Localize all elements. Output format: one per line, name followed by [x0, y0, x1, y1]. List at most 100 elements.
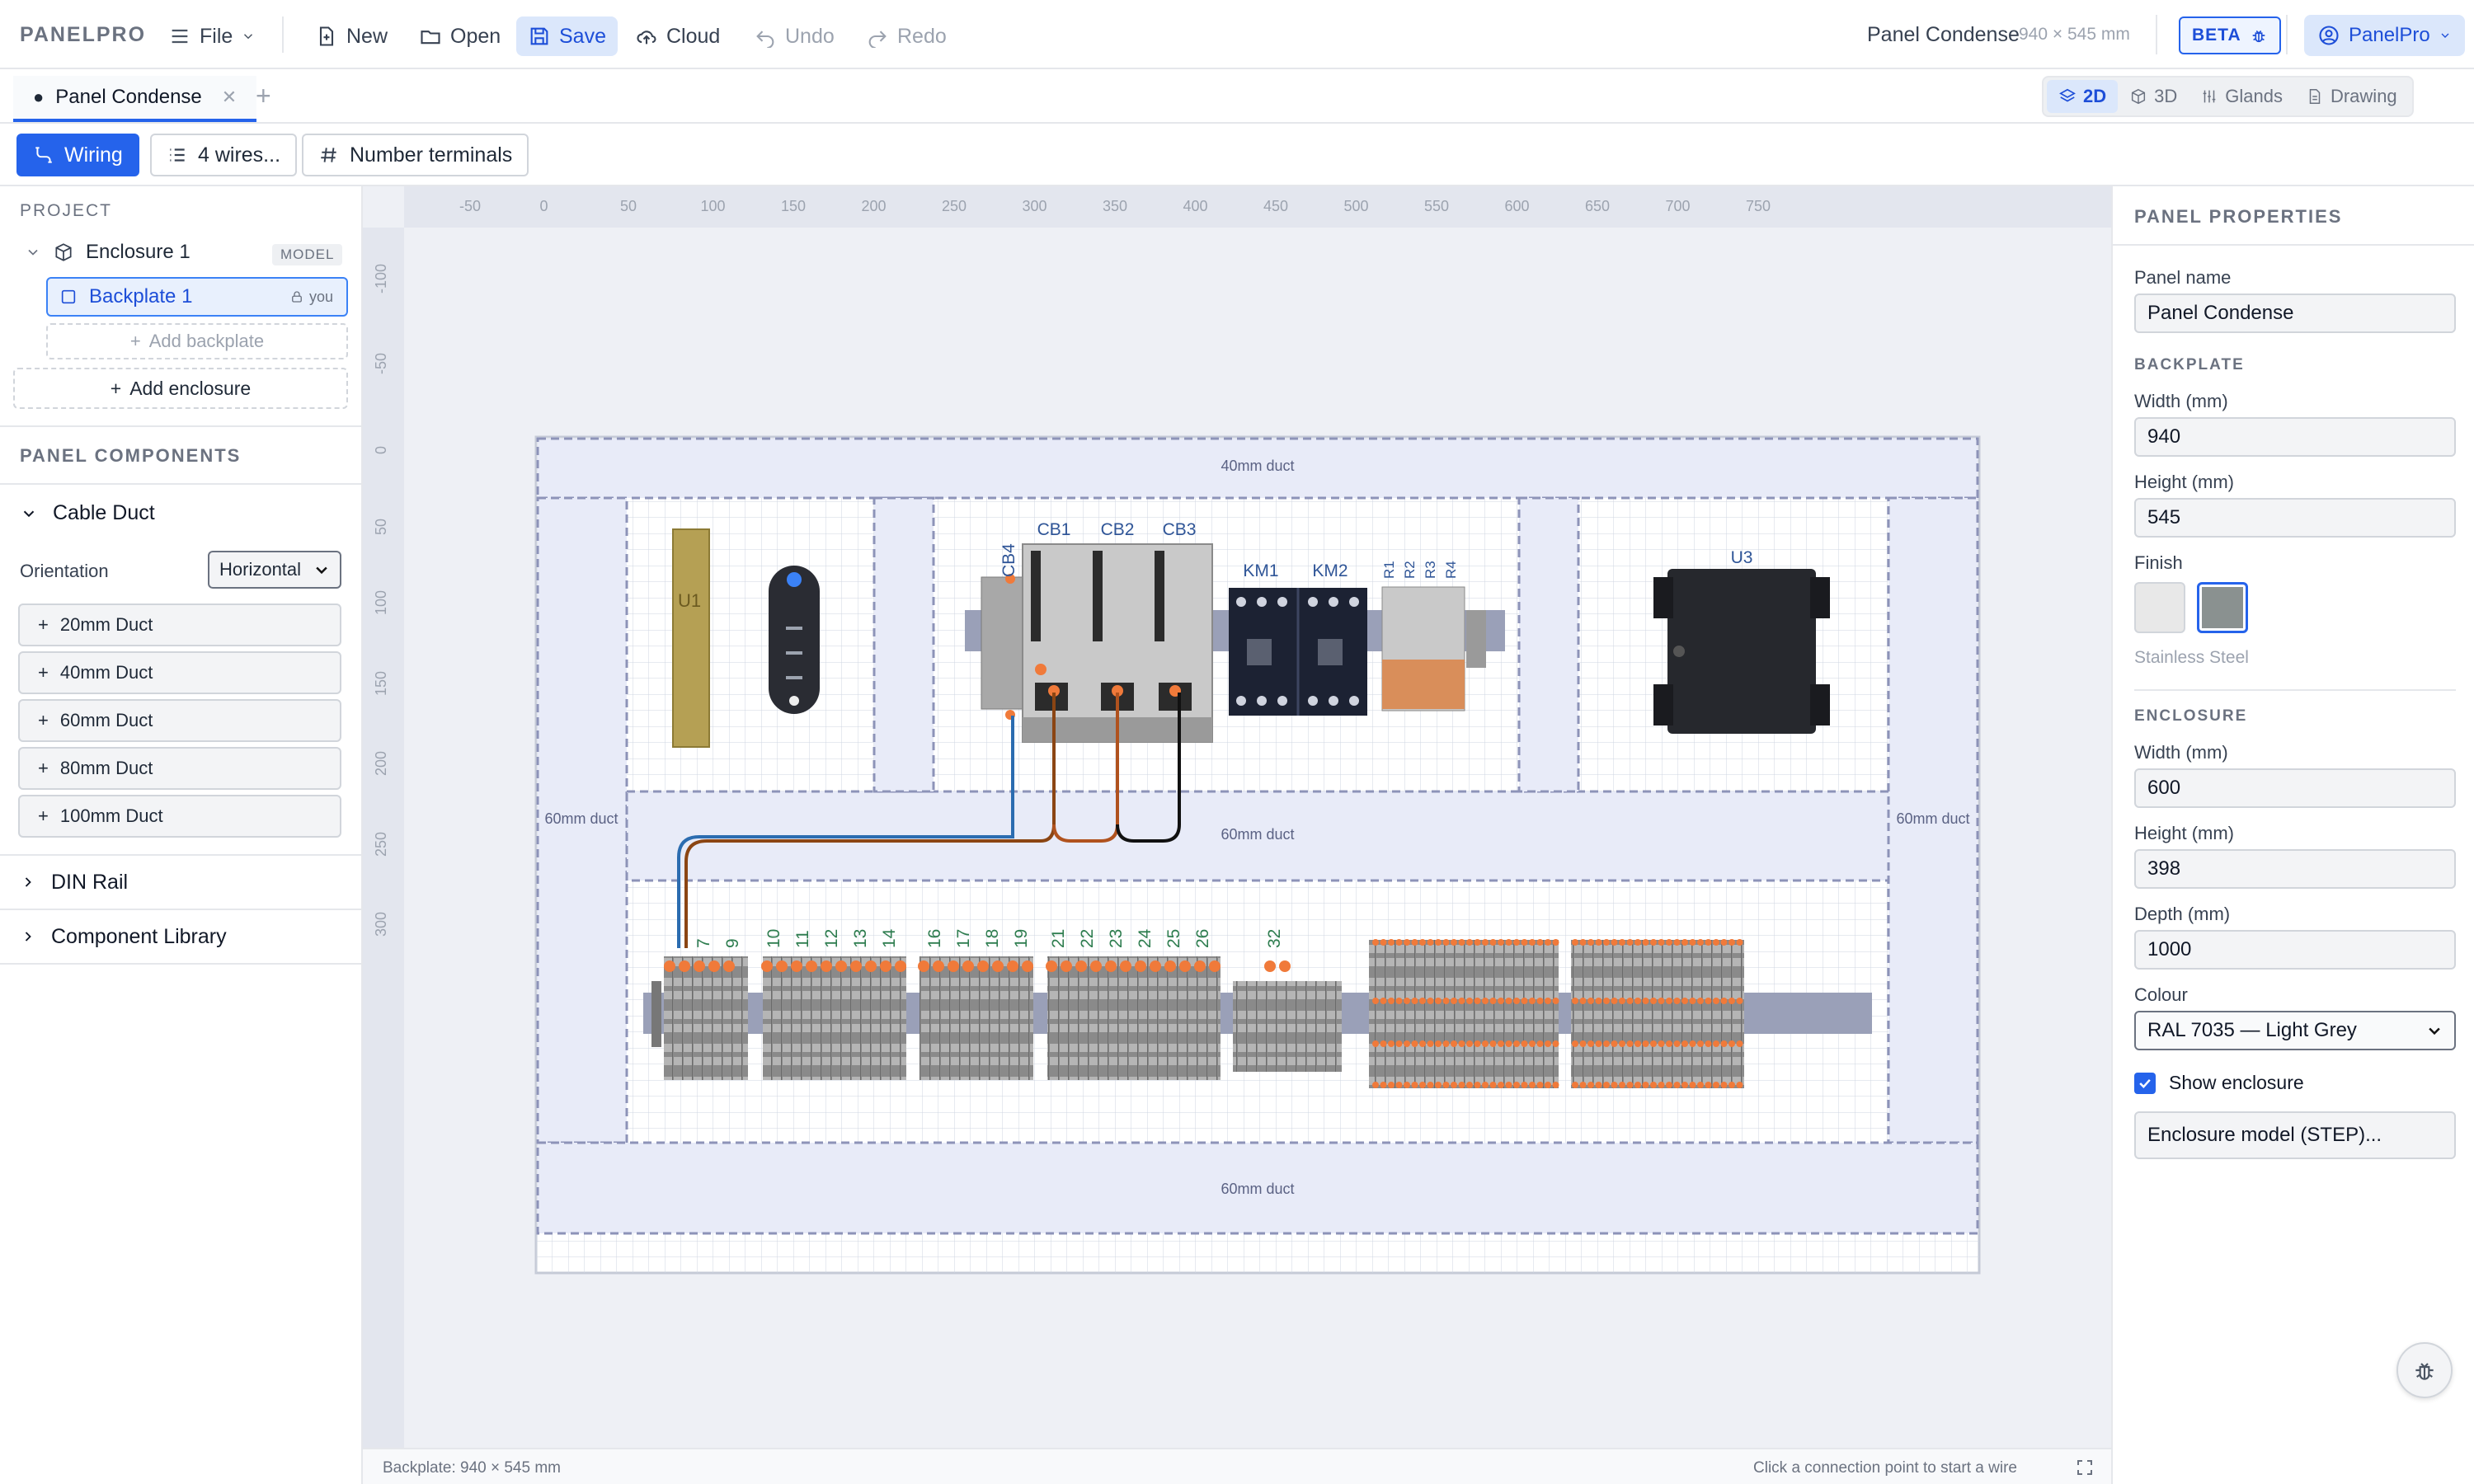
terminal-point[interactable] — [1404, 1040, 1410, 1047]
terminal-point[interactable] — [1572, 1082, 1578, 1088]
duct-vert-2[interactable] — [1517, 496, 1580, 793]
panel-name-input[interactable]: Panel Condense — [2134, 294, 2456, 333]
terminal-point[interactable] — [1619, 939, 1625, 946]
terminal-point[interactable] — [1466, 939, 1473, 946]
terminal-point[interactable] — [1022, 960, 1033, 972]
terminal-point[interactable] — [723, 960, 735, 972]
save-button[interactable]: Save — [516, 16, 618, 56]
finish-swatch-stainless[interactable] — [2197, 582, 2248, 633]
redo-button[interactable]: Redo — [854, 16, 958, 56]
terminal-point[interactable] — [1545, 1082, 1551, 1088]
terminal-point[interactable] — [1482, 1040, 1489, 1047]
component-sensor[interactable] — [769, 566, 820, 714]
terminal-point[interactable] — [1458, 998, 1465, 1004]
terminal-point[interactable] — [1650, 939, 1657, 946]
terminal-point[interactable] — [850, 960, 862, 972]
terminal-point[interactable] — [1513, 1082, 1520, 1088]
terminal-point[interactable] — [1505, 939, 1512, 946]
terminal-point[interactable] — [1427, 1040, 1434, 1047]
terminal-point[interactable] — [1482, 998, 1489, 1004]
duct-vert-1[interactable] — [872, 496, 935, 793]
component-u1[interactable] — [672, 528, 710, 748]
terminal-point[interactable] — [1666, 939, 1672, 946]
terminal-point[interactable] — [1572, 939, 1578, 946]
undo-button[interactable]: Undo — [742, 16, 846, 56]
terminal-point[interactable] — [1642, 939, 1649, 946]
terminal-point[interactable] — [1451, 998, 1457, 1004]
terminal-point[interactable] — [1736, 1040, 1743, 1047]
terminal-blocks[interactable] — [651, 940, 1744, 1088]
terminal-point[interactable] — [1372, 998, 1379, 1004]
file-menu-button[interactable]: File — [157, 16, 267, 56]
terminal-point[interactable] — [1658, 1082, 1665, 1088]
en-height-input[interactable]: 398 — [2134, 849, 2456, 889]
terminal-point[interactable] — [1689, 1040, 1696, 1047]
terminal-point[interactable] — [992, 960, 1004, 972]
terminal-point[interactable] — [1474, 998, 1481, 1004]
terminal-point[interactable] — [694, 960, 705, 972]
terminal-point[interactable] — [1435, 1040, 1442, 1047]
en-width-input[interactable]: 600 — [2134, 768, 2456, 808]
terminal-point[interactable] — [1264, 960, 1276, 972]
terminal-point[interactable] — [1046, 960, 1057, 972]
terminal-point[interactable] — [918, 960, 929, 972]
wire-blue[interactable] — [677, 716, 1014, 948]
terminal-point[interactable] — [1513, 1040, 1520, 1047]
terminal-point[interactable] — [1572, 998, 1578, 1004]
terminal-point[interactable] — [1498, 998, 1504, 1004]
terminal-point[interactable] — [1395, 939, 1403, 946]
terminal-point[interactable] — [1380, 1040, 1387, 1047]
terminal-point[interactable] — [1697, 1040, 1704, 1047]
terminal-point[interactable] — [1061, 960, 1072, 972]
terminal-point[interactable] — [1521, 998, 1528, 1004]
cable-duct-accordion[interactable]: Cable Duct — [20, 501, 155, 525]
terminal-point[interactable] — [679, 960, 690, 972]
terminal-point[interactable] — [1179, 960, 1191, 972]
terminal-point[interactable] — [1536, 1082, 1544, 1088]
view-drawing-button[interactable]: Drawing — [2294, 80, 2409, 113]
number-terminals-button[interactable]: Number terminals — [302, 134, 529, 176]
terminal-point[interactable] — [1603, 1082, 1610, 1088]
terminal-point[interactable] — [1489, 939, 1497, 946]
terminal-point[interactable] — [1634, 998, 1641, 1004]
terminal-point[interactable] — [1411, 1082, 1418, 1088]
terminal-point[interactable] — [1505, 1040, 1512, 1047]
terminal-point[interactable] — [1451, 1082, 1457, 1088]
terminal-point[interactable] — [1642, 1040, 1649, 1047]
terminal-point[interactable] — [1689, 1082, 1696, 1088]
terminal-point[interactable] — [1552, 1082, 1559, 1088]
terminal-point[interactable] — [1650, 1082, 1657, 1088]
checkbox-checked-icon[interactable] — [2134, 1072, 2156, 1094]
terminal-point[interactable] — [1458, 939, 1465, 946]
terminal-point[interactable] — [1720, 939, 1728, 946]
terminal-point[interactable] — [1395, 1040, 1403, 1047]
terminal-point[interactable] — [1634, 939, 1641, 946]
terminal-point[interactable] — [1697, 939, 1704, 946]
terminal-point[interactable] — [1603, 1040, 1610, 1047]
terminal-point[interactable] — [1626, 998, 1634, 1004]
terminal-point[interactable] — [1372, 1040, 1379, 1047]
terminal-point[interactable] — [1626, 939, 1634, 946]
view-2d-button[interactable]: 2D — [2047, 80, 2119, 113]
terminal-point[interactable] — [761, 960, 773, 972]
terminal-point[interactable] — [1474, 939, 1481, 946]
terminal-point[interactable] — [1650, 998, 1657, 1004]
terminal-point[interactable] — [1626, 1082, 1634, 1088]
terminal-point[interactable] — [1388, 939, 1395, 946]
add-20mm-duct-button[interactable]: +20mm Duct — [18, 603, 341, 646]
terminal-point[interactable] — [1380, 1082, 1387, 1088]
terminal-point[interactable] — [1435, 1082, 1442, 1088]
terminal-point[interactable] — [1736, 998, 1743, 1004]
close-tab-icon[interactable]: ✕ — [221, 87, 238, 107]
terminal-point[interactable] — [865, 960, 877, 972]
terminal-point[interactable] — [1521, 939, 1528, 946]
terminal-point[interactable] — [1681, 1040, 1688, 1047]
terminal-point[interactable] — [1658, 939, 1665, 946]
terminal-point[interactable] — [1521, 1082, 1528, 1088]
terminal-point[interactable] — [1498, 939, 1504, 946]
terminal-point[interactable] — [1279, 960, 1291, 972]
tree-item-backplate[interactable]: Backplate 1 you — [46, 277, 348, 317]
terminal-point[interactable] — [1164, 960, 1176, 972]
terminal-point[interactable] — [1603, 998, 1610, 1004]
terminal-point[interactable] — [1411, 998, 1418, 1004]
